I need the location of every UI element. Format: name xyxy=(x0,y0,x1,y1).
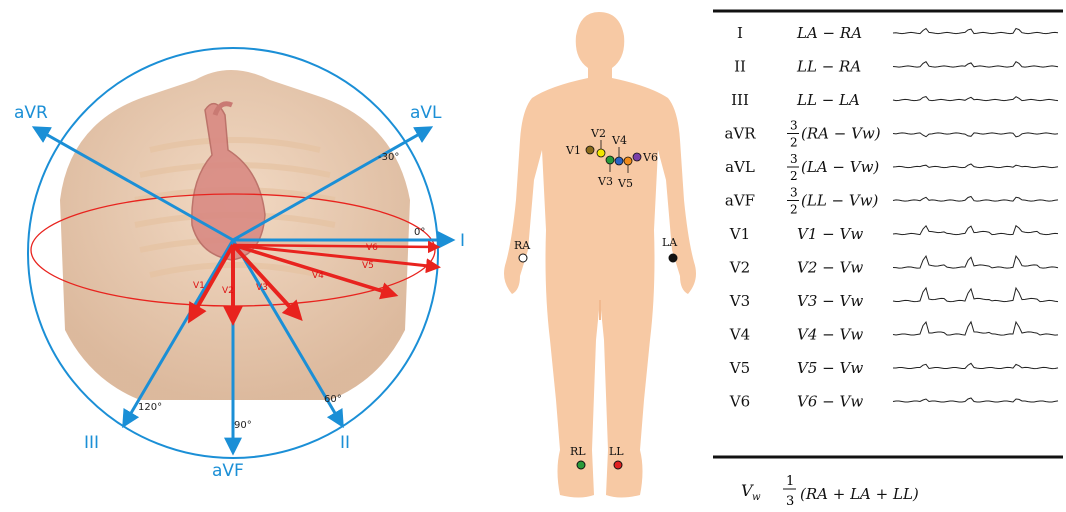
ecg-trace xyxy=(893,256,1058,268)
ecg-trace xyxy=(893,62,1058,67)
ecg-trace xyxy=(893,133,1058,137)
axis-label-I: I xyxy=(460,231,465,251)
footer-frac-num: 1 xyxy=(786,474,794,489)
lead-frac-den: 2 xyxy=(790,203,798,217)
ecg-trace xyxy=(893,398,1058,402)
electrode-label-RA: RA xyxy=(514,239,531,252)
footer-symbol-sub: w xyxy=(752,492,761,503)
vlabel-V2: V2 xyxy=(222,286,234,296)
degree-label-aVF: 90° xyxy=(234,420,252,431)
lead-name: II xyxy=(734,58,746,76)
chest-label-V5: V5 xyxy=(617,177,633,190)
footer-frac-den: 3 xyxy=(786,494,794,509)
axis-label-aVL: aVL xyxy=(410,103,442,123)
lead-name: aVL xyxy=(725,158,755,176)
lead-formula: V1 − Vw xyxy=(797,225,863,243)
lead-formula: LL − LA xyxy=(796,91,860,109)
axis-label-aVR: aVR xyxy=(14,103,48,123)
lead-name: I xyxy=(737,24,743,42)
ecg-trace xyxy=(893,29,1058,34)
lead-formula: V5 − Vw xyxy=(797,359,863,377)
electrode-V1 xyxy=(586,146,594,154)
ecg-trace xyxy=(893,288,1058,302)
lead-formula: V6 − Vw xyxy=(797,393,863,411)
ecg-trace xyxy=(893,322,1058,335)
lead-name: V2 xyxy=(729,259,750,277)
electrode-V3 xyxy=(606,156,614,164)
lead-name: aVR xyxy=(724,125,756,143)
lead-name: V5 xyxy=(729,359,750,377)
ecg-trace xyxy=(893,97,1058,101)
degree-label-I: 0° xyxy=(414,227,425,238)
lead-formula: (RA − Vw) xyxy=(801,125,881,143)
footer-formula: (RA + LA + LL) xyxy=(800,485,919,503)
degree-label-aVL: -30° xyxy=(378,152,399,163)
axis-label-aVF: aVF xyxy=(212,461,244,481)
footer-row: V w 1 3 (RA + LA + LL) xyxy=(741,474,919,509)
electrode-label-RL: RL xyxy=(570,445,586,458)
ecg-trace xyxy=(893,226,1058,235)
vlabel-V4: V4 xyxy=(312,271,324,281)
lead-name: V4 xyxy=(729,326,750,344)
lead-formula: V4 − Vw xyxy=(797,326,863,344)
electrode-label-LL: LL xyxy=(609,445,624,458)
lead-name: V6 xyxy=(729,393,750,411)
axis-label-III: III xyxy=(84,433,99,453)
hexaxial-diagram: V1 V2 V3 V4 V5 V6 I aVL aVR II aVF III 0… xyxy=(14,48,465,481)
lead-frac-num: 3 xyxy=(790,119,798,133)
ecg-trace xyxy=(893,197,1058,202)
electrode-label-LA: LA xyxy=(662,236,678,249)
axis-label-II: II xyxy=(340,433,350,453)
lead-formula: LL − RA xyxy=(796,58,861,76)
lead-frac-den: 2 xyxy=(790,169,798,183)
chest-label-V4: V4 xyxy=(611,134,627,147)
lead-formula: (LA − Vw) xyxy=(801,158,879,176)
electrode-V4 xyxy=(615,157,623,165)
vlabel-V1: V1 xyxy=(193,281,205,291)
ecg-trace xyxy=(893,363,1058,368)
chest-label-V3: V3 xyxy=(597,175,613,188)
electrode-V2 xyxy=(597,149,605,157)
lead-frac-den: 2 xyxy=(790,136,798,150)
lead-formula: V2 − Vw xyxy=(797,259,863,277)
chest-label-V2: V2 xyxy=(590,127,606,140)
degree-label-II: 60° xyxy=(324,394,342,405)
lead-name: aVF xyxy=(725,192,755,210)
ecg-trace xyxy=(893,164,1058,168)
vlabel-V5: V5 xyxy=(362,261,374,271)
lead-frac-num: 3 xyxy=(790,152,798,166)
lead-formula: (LL − Vw) xyxy=(801,192,879,210)
lead-name: V1 xyxy=(729,225,750,243)
chest-label-V1: V1 xyxy=(565,144,581,157)
vlabel-V3: V3 xyxy=(256,283,268,293)
lead-formula: V3 − Vw xyxy=(797,292,863,310)
lead-formula: LA − RA xyxy=(796,24,862,42)
electrode-V5 xyxy=(624,157,632,165)
body-figure: RA LA RL LL V1 V2 V3 V4 xyxy=(504,12,696,498)
lead-name: III xyxy=(731,91,749,109)
degree-label-III: 120° xyxy=(138,402,162,413)
lead-name: V3 xyxy=(729,292,750,310)
body-silhouette xyxy=(504,12,696,498)
lead-frac-num: 3 xyxy=(790,186,798,200)
chest-label-V6: V6 xyxy=(642,151,658,164)
electrode-V6 xyxy=(633,153,641,161)
vlabel-V6: V6 xyxy=(366,243,378,253)
